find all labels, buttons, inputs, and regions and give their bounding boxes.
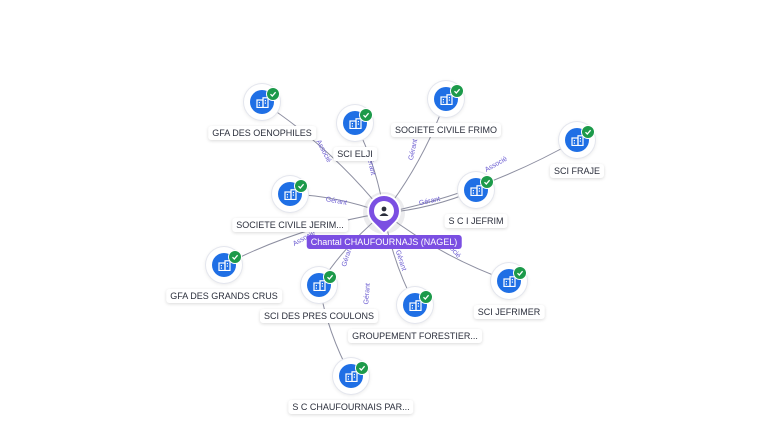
verified-check-icon [266, 87, 280, 101]
verified-check-icon [513, 266, 527, 280]
edge-label-sc-chaufournais: Gérant [363, 283, 372, 305]
company-label[interactable]: SCI DES PRES COULONS [259, 309, 379, 323]
verified-check-icon [323, 270, 337, 284]
verified-check-icon [480, 175, 494, 189]
edge-label-societe-civile-frimo: Gérant [408, 138, 419, 160]
company-label[interactable]: SCI JEFRIMER [473, 305, 545, 319]
edge-label-societe-civile-jerim: Gérant [325, 196, 347, 207]
company-icon [307, 273, 331, 297]
company-icon [464, 178, 488, 202]
verified-check-icon [294, 179, 308, 193]
company-label[interactable]: SCI FRAJE [549, 164, 605, 178]
company-label[interactable]: SOCIETE CIVILE FRIMO [390, 123, 502, 137]
company-label[interactable]: SOCIETE CIVILE JERIM... [232, 218, 348, 232]
edge-label-sci-fraje: Associé [484, 155, 509, 173]
company-icon [250, 90, 274, 114]
company-label[interactable]: GFA DES GRANDS CRUS [166, 289, 282, 303]
verified-check-icon [450, 84, 464, 98]
verified-check-icon [419, 290, 433, 304]
edge-label-sci-elji: Gérant [365, 153, 376, 175]
company-icon [565, 128, 589, 152]
verified-check-icon [359, 108, 373, 122]
edge-label-gfa-oenophiles: Associé [314, 139, 332, 164]
edge-gfa-grands-crus [223, 212, 385, 266]
edge-label-sci-jefrim: Gérant [418, 196, 440, 207]
verified-check-icon [355, 361, 369, 375]
company-label[interactable]: GROUPEMENT FORESTIER... [348, 329, 482, 343]
company-icon [497, 269, 521, 293]
company-label[interactable]: GFA DES OENOPHILES [208, 126, 316, 140]
verified-check-icon [228, 250, 242, 264]
company-label[interactable]: S C CHAUFOURNAIS PAR... [288, 400, 414, 414]
company-label[interactable]: SCI ELJI [333, 147, 377, 161]
company-label[interactable]: S C I JEFRIM [444, 214, 508, 228]
edge-gfa-oenophiles [261, 101, 385, 214]
verified-check-icon [581, 125, 595, 139]
center-person-label[interactable]: Chantal CHAUFOURNAJS (NAGEL) [306, 235, 462, 249]
person-icon [374, 201, 394, 221]
